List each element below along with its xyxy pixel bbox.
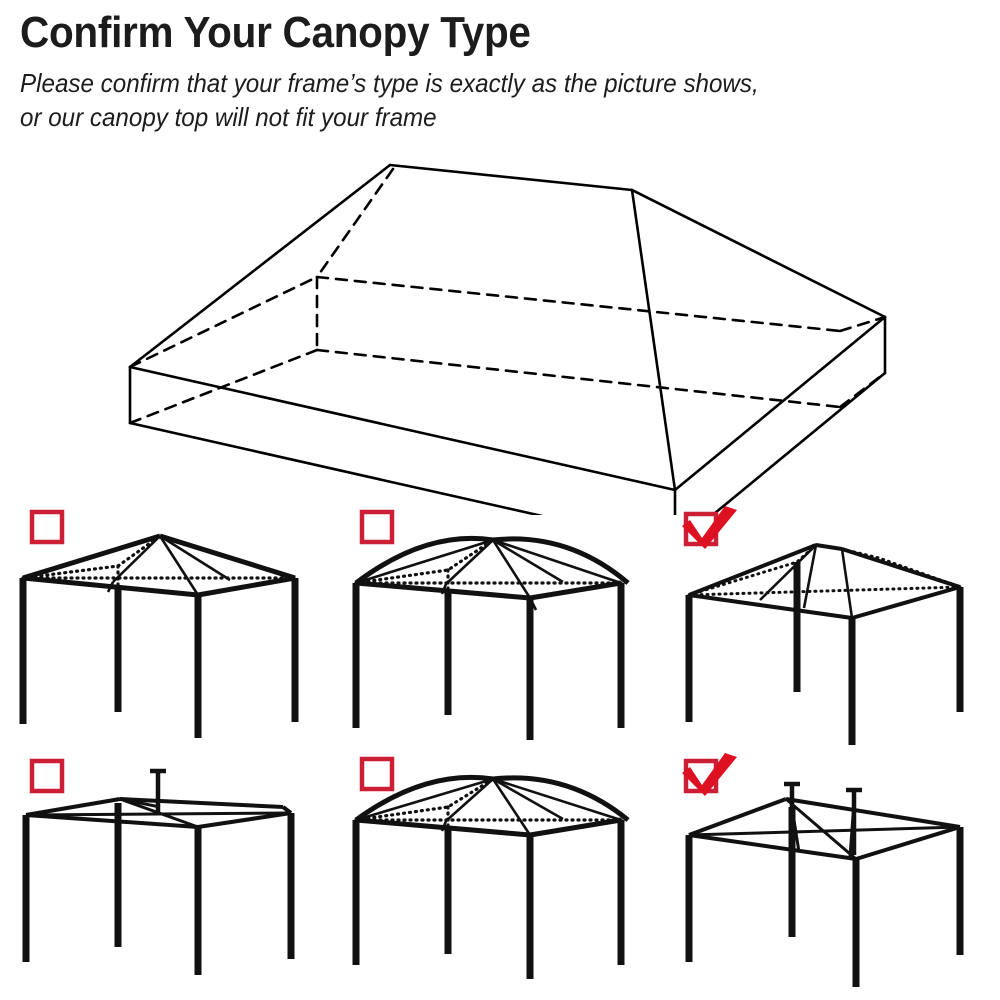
roof-edge-back-left bbox=[25, 797, 121, 817]
hidden-left-top-diag bbox=[128, 275, 319, 369]
roof-hidden-edges bbox=[687, 543, 962, 597]
rafter-to-front bbox=[491, 539, 532, 599]
subtitle-line-1: Please confirm that your frame’s type is… bbox=[20, 68, 759, 98]
hidden-left-bottom-diag bbox=[128, 348, 319, 425]
rafter-to-back-b bbox=[492, 538, 564, 584]
hidden-back-right bbox=[840, 547, 962, 589]
option-3-hip-ridge-roof[interactable] bbox=[664, 500, 997, 747]
rafter-to-back-b bbox=[492, 777, 564, 821]
rafter-to-front bbox=[491, 778, 532, 836]
roof-curve-left bbox=[354, 774, 494, 823]
eave-front-right bbox=[197, 575, 296, 598]
eave-front-left bbox=[688, 593, 853, 620]
option-6-flat-roof-double-finial[interactable] bbox=[664, 747, 997, 994]
page-subtitle: Please confirm that your frame’s type is… bbox=[20, 66, 913, 134]
roof-outline bbox=[688, 797, 961, 861]
roof-edge-back-right bbox=[785, 797, 961, 829]
hidden-back-left bbox=[354, 538, 495, 585]
roof-edge-back-right bbox=[119, 797, 284, 809]
rafter-to-left bbox=[22, 534, 161, 580]
roof-rafters bbox=[355, 538, 622, 611]
eave-front-left bbox=[688, 833, 857, 861]
roof-front-slope bbox=[630, 188, 677, 492]
rafter-stub bbox=[440, 820, 448, 832]
subtitle-line-2: or our canopy top will not fit your fram… bbox=[20, 102, 437, 132]
hidden-back-lower-edge bbox=[315, 348, 842, 409]
roof-hidden-edges bbox=[21, 534, 297, 590]
hidden-right-join-top bbox=[838, 315, 887, 333]
roof-ridge bbox=[815, 543, 843, 551]
roof-hidden-edges bbox=[354, 538, 623, 592]
hidden-ridge-drop-left bbox=[315, 167, 395, 279]
header: Confirm Your Canopy Type Please confirm … bbox=[20, 8, 980, 134]
rafter-front-ext bbox=[528, 597, 538, 611]
canopy-top-illustration bbox=[95, 145, 915, 515]
valance-bottom-left bbox=[128, 421, 544, 515]
valance-bottom-right bbox=[710, 371, 887, 515]
roof-rafters bbox=[355, 777, 622, 836]
frame-legs bbox=[352, 820, 625, 979]
roof-hidden-edges bbox=[354, 777, 623, 831]
page-title: Confirm Your Canopy Type bbox=[20, 8, 531, 57]
roof-braces bbox=[688, 797, 961, 861]
option-5-curved-dome-roof[interactable] bbox=[338, 747, 671, 994]
rafter-to-front bbox=[840, 548, 854, 619]
roof-curve-right bbox=[492, 775, 630, 822]
rafter-to-right bbox=[492, 538, 622, 585]
rafter-to-left bbox=[355, 538, 494, 585]
eave-front-right bbox=[529, 817, 622, 838]
roof-rafters bbox=[22, 534, 296, 596]
hidden-lines-group bbox=[128, 167, 887, 425]
frame-legs bbox=[685, 562, 964, 745]
hidden-back-left bbox=[687, 543, 818, 597]
hidden-back-left bbox=[354, 777, 495, 822]
rafter-to-back-b bbox=[159, 534, 231, 582]
roof-curve-left bbox=[354, 535, 494, 585]
roof-edge-back-left bbox=[688, 797, 787, 837]
roof-ridge-line bbox=[388, 163, 634, 192]
center-finial bbox=[150, 768, 166, 815]
roof-outline bbox=[25, 797, 293, 829]
brace-diag-front bbox=[785, 797, 857, 861]
rafter-to-left bbox=[355, 777, 494, 822]
option-4-flat-roof-single-finial[interactable] bbox=[8, 747, 341, 994]
roof-curve-right bbox=[492, 536, 630, 585]
rafter-to-right bbox=[159, 534, 296, 580]
rafter-to-right bbox=[492, 777, 622, 822]
roof-finials bbox=[784, 781, 862, 855]
eave-front-right bbox=[673, 315, 887, 492]
eave-front-right bbox=[855, 825, 961, 861]
rafter-to-front bbox=[158, 535, 200, 596]
frame-legs bbox=[19, 578, 299, 738]
rafter-to-back-a bbox=[112, 535, 161, 583]
eave-front-right bbox=[197, 811, 292, 829]
frame-legs bbox=[685, 807, 964, 987]
hidden-back-span bbox=[687, 585, 962, 597]
hidden-right-join-bottom bbox=[838, 371, 887, 409]
eave-front-right bbox=[851, 585, 961, 620]
rafter-stub bbox=[440, 583, 448, 595]
eave-front-left bbox=[128, 365, 677, 492]
frame-legs bbox=[352, 583, 625, 740]
brace-short bbox=[119, 797, 161, 809]
eave-front-right bbox=[529, 580, 622, 601]
hidden-back-top-edge bbox=[315, 275, 842, 333]
roof-hip-left bbox=[128, 163, 392, 369]
eave-front-left bbox=[25, 813, 199, 829]
roof-outline bbox=[354, 774, 630, 838]
roof-outline bbox=[354, 535, 630, 601]
rafter-to-back-a bbox=[445, 539, 494, 585]
option-1-peaked-roof[interactable] bbox=[8, 500, 341, 747]
rafter-to-left bbox=[688, 543, 817, 597]
rafter-stub bbox=[106, 581, 115, 593]
canopy-frame-options-grid bbox=[0, 500, 1000, 1000]
rafter-mid bbox=[802, 544, 818, 609]
roof-hip-right bbox=[630, 188, 887, 319]
rafter-to-back-a bbox=[445, 778, 494, 822]
option-2-curved-dome-roof[interactable] bbox=[338, 500, 671, 747]
frame-legs bbox=[22, 803, 295, 975]
